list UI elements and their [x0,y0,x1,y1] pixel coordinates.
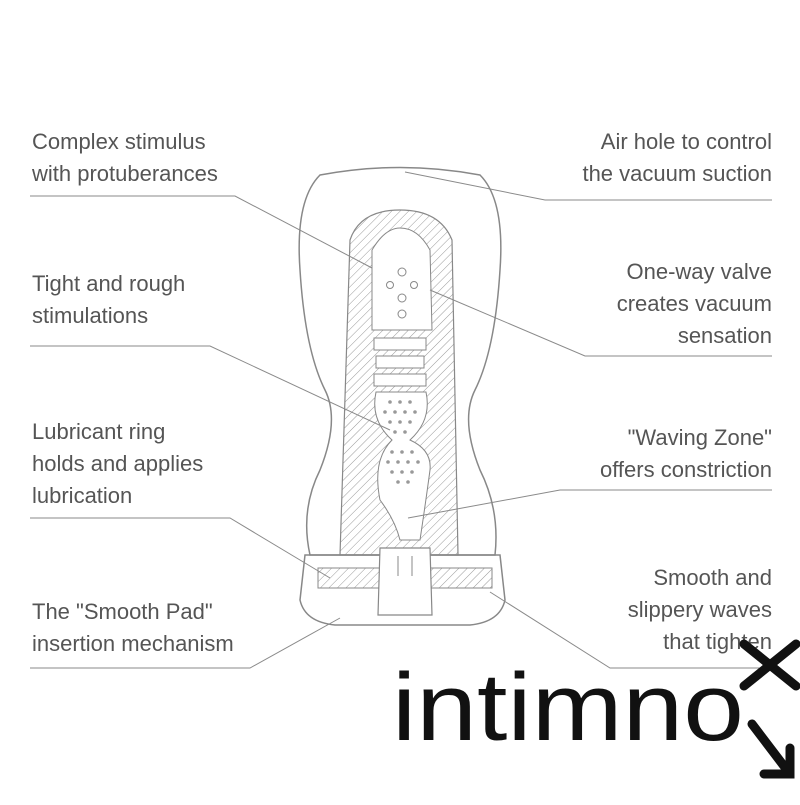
inner-channel [371,227,433,331]
leader-waving-zone [407,489,772,519]
leader-lubricant-ring [30,517,331,579]
rib-1 [373,337,427,351]
valve-hole [397,309,407,319]
valve-hole [397,293,407,303]
brand-wordmark: intimno [392,654,744,761]
brand-logo: intimno [392,624,800,800]
callout-one-way-valve: One-way valve creates vacuum sensation [616,259,772,348]
intimno-logo-mark: intimno [392,639,800,779]
callout-complex-stimulus: Complex stimulus with protuberances [32,129,218,186]
protuberance-dots [383,400,420,484]
leader-smooth-waves [489,591,772,669]
lubricant-ring-left [317,567,381,589]
leader-tight-rough [30,345,391,431]
callout-waving-zone: "Waving Zone" offers constriction [599,425,772,482]
leader-smooth-pad [30,617,341,669]
smooth-pad [377,547,433,616]
leader-lines [30,171,772,669]
callout-air-hole: Air hole to control the vacuum suction [582,129,772,186]
callout-lubricant-ring: Lubricant ring holds and applies lubrica… [32,419,204,508]
callout-smooth-waves: Smooth and slippery waves that tighten [627,565,772,654]
base-cap [299,554,506,626]
valve-hole [386,281,394,289]
rib-3 [373,373,427,387]
leader-complex-stimulus [30,195,373,269]
valve-hole [397,267,407,277]
callout-tight-rough: Tight and rough stimulations [32,271,186,328]
callout-smooth-pad: The "Smooth Pad" insertion mechanism [32,599,234,656]
lubricant-ring-right [429,567,493,589]
rib-2 [375,355,425,369]
leader-one-way-valve [429,289,772,357]
valve-hole [410,281,418,289]
male-symbol-icon [739,639,800,779]
leader-air-hole [404,171,772,201]
